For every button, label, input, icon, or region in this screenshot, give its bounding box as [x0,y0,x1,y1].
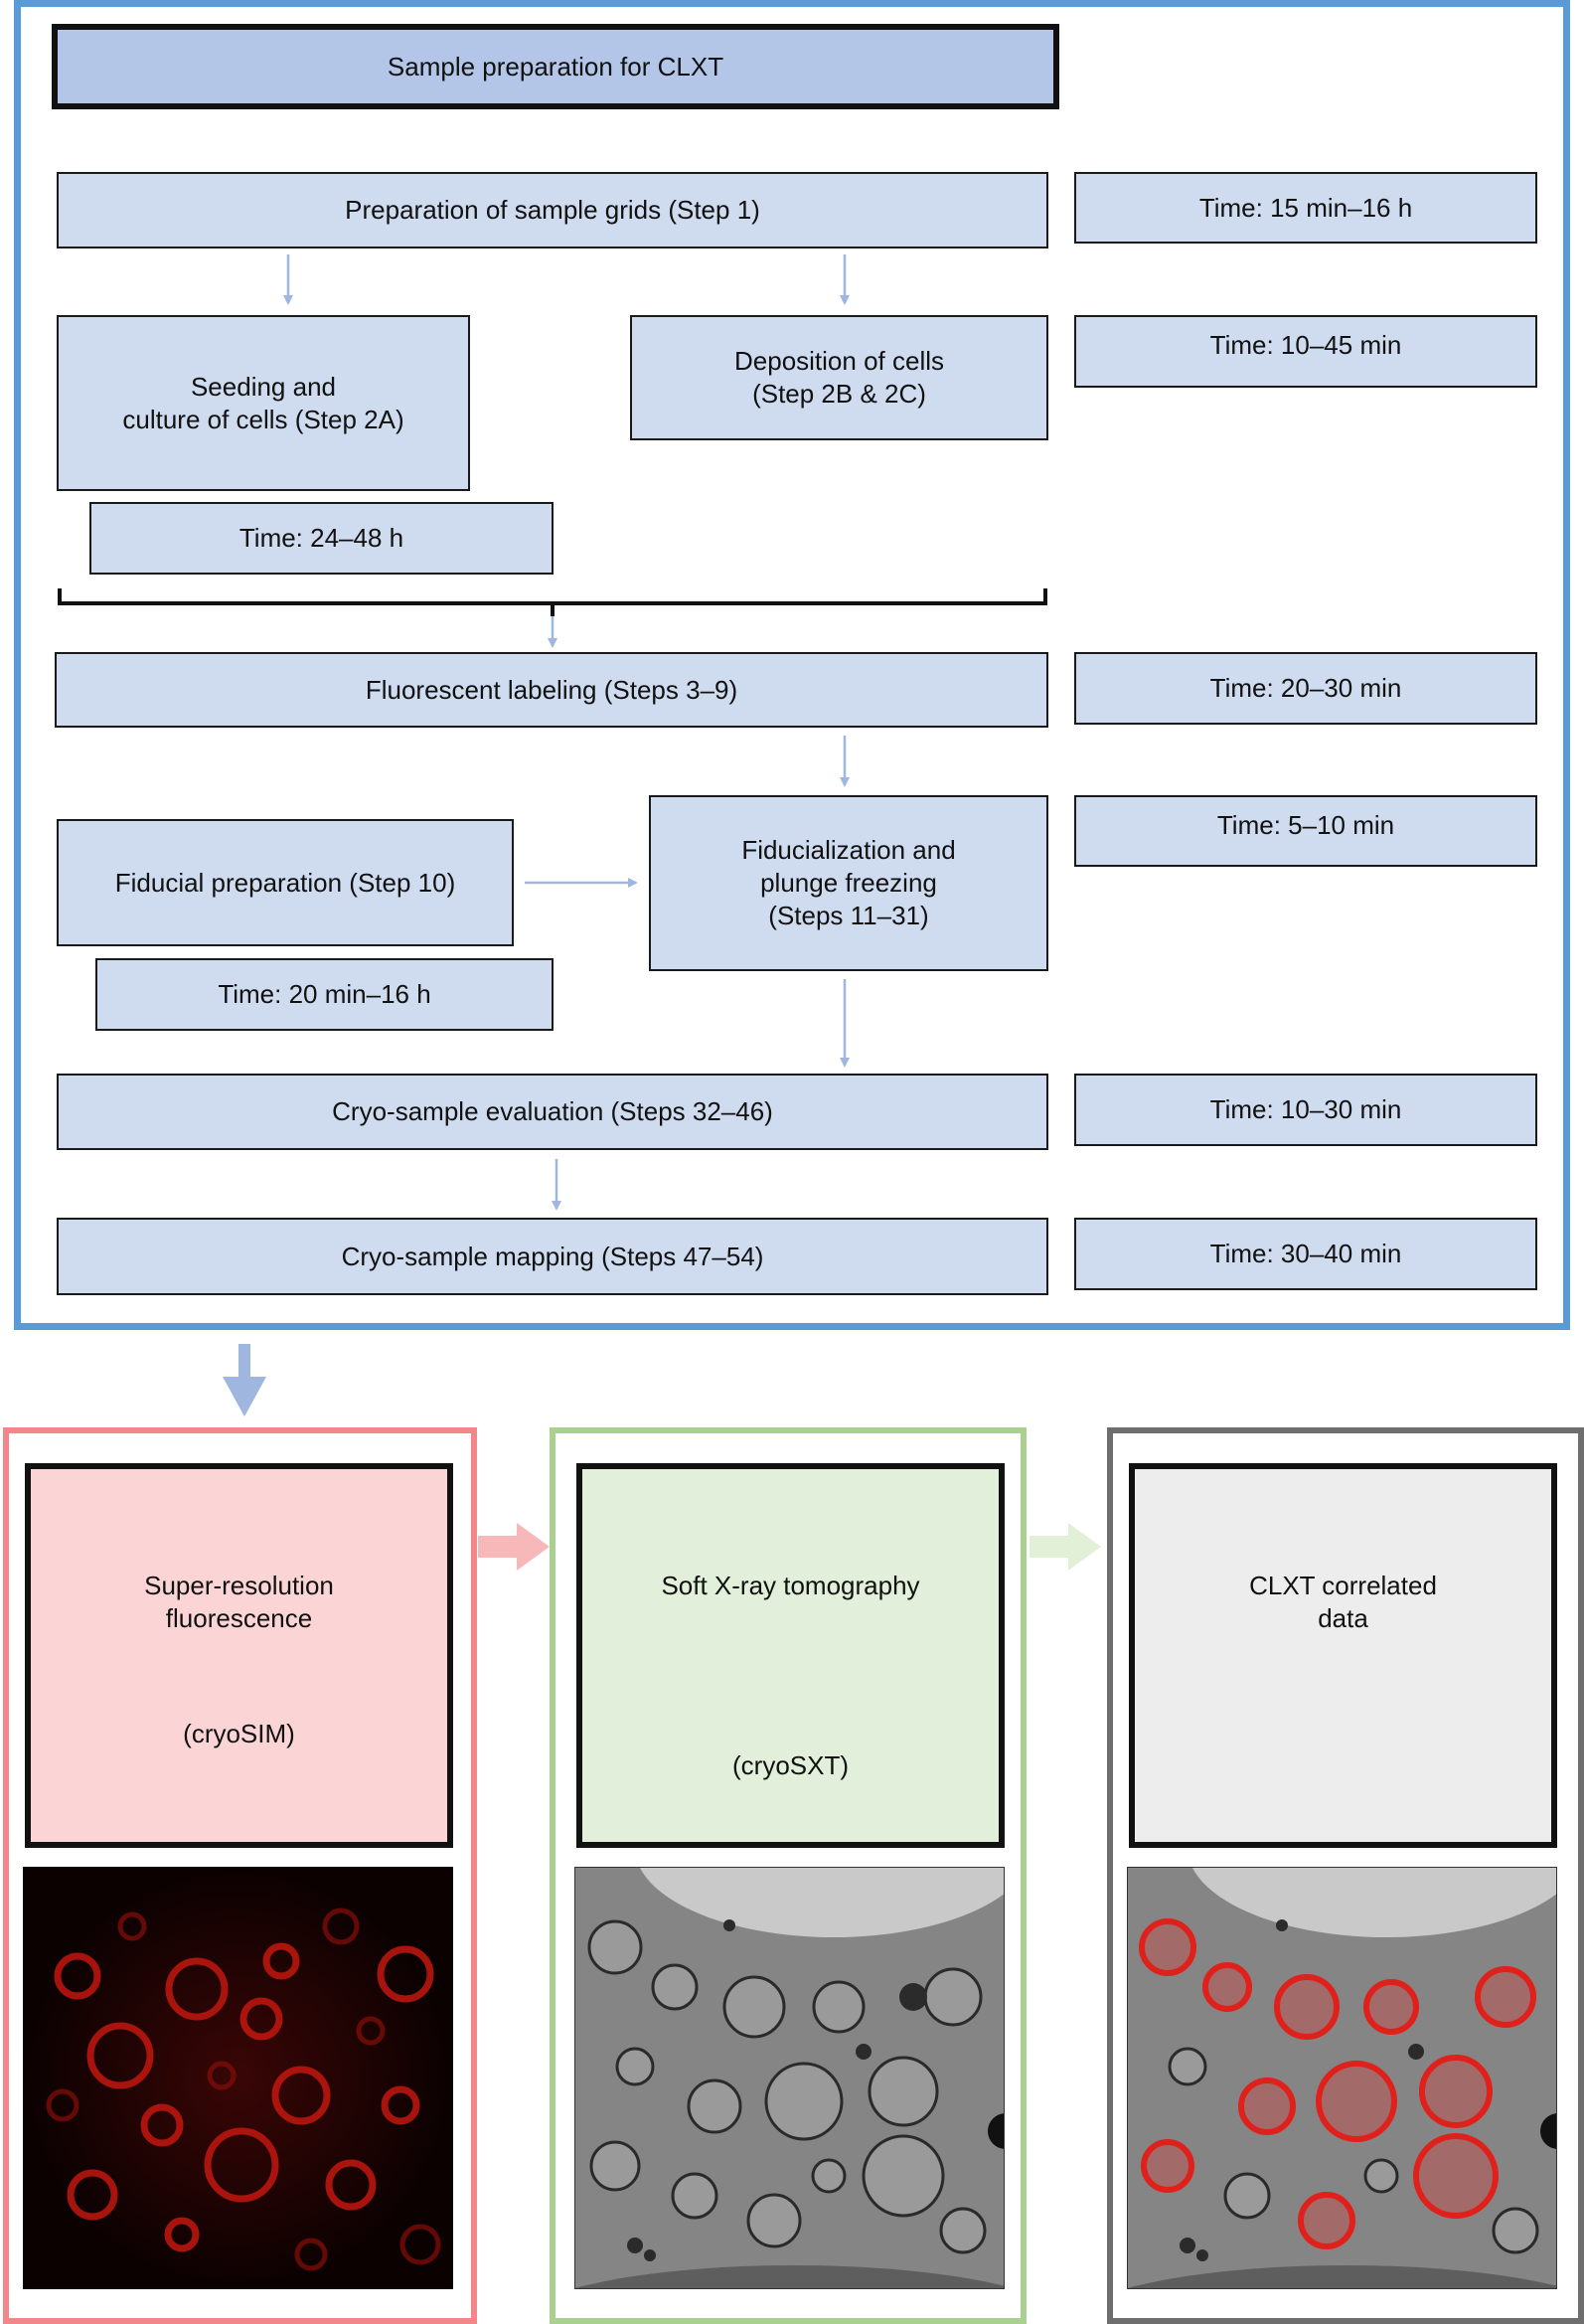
step-sample-grids: Preparation of sample grids (Step 1) [57,172,1048,249]
time-fiducialization: Time: 5–10 min [1074,795,1537,867]
time-seeding: Time: 24–48 h [89,502,554,575]
workflow-title: Sample preparation for CLXT [52,24,1059,109]
cryosim-frame [3,1427,477,2324]
cryosim-image [23,1867,453,2289]
cryosim-method: (cryoSIM) [183,1719,295,1748]
step-cryo-sample-mapping: Cryo-sample mapping (Steps 47–54) [57,1218,1048,1295]
clxt-frame [1107,1427,1584,2324]
merge-bracket [58,588,1047,616]
time-labeling: Time: 20–30 min [1074,652,1537,725]
cryosxt-frame [550,1427,1027,2324]
xray-tomogram [575,1868,1004,2288]
cryosxt-label-box: Soft X-ray tomography (cryoSXT) [576,1463,1005,1848]
time-mapping: Time: 30–40 min [1074,1218,1537,1290]
fluorescence-micrograph [23,1867,453,2289]
cryosxt-image [574,1867,1005,2289]
step-fluorescent-labeling: Fluorescent labeling (Steps 3–9) [55,652,1048,728]
step-seeding-culture: Seeding and culture of cells (Step 2A) [57,315,470,491]
clxt-label-box: CLXT correlated data [1129,1463,1557,1848]
time-sample-grids: Time: 15 min–16 h [1074,172,1537,244]
step-cryo-sample-evaluation: Cryo-sample evaluation (Steps 32–46) [57,1074,1048,1150]
arrow-sxt-to-clxt [1030,1523,1101,1571]
clxt-title: CLXT correlated data [1249,1571,1437,1633]
time-deposition: Time: 10–45 min [1074,315,1537,388]
time-fiducial-preparation: Time: 20 min–16 h [95,958,554,1031]
step-deposition-cells: Deposition of cells (Step 2B & 2C) [630,315,1048,440]
cryosim-title: Super-resolution fluorescence [144,1571,334,1633]
time-evaluation: Time: 10–30 min [1074,1074,1537,1146]
arrow-sim-to-sxt [478,1523,550,1571]
step-fiducial-preparation: Fiducial preparation (Step 10) [57,819,514,946]
workflow-frame [14,0,1570,1330]
step-fiducialization-plunge-freezing: Fiducialization and plunge freezing (Ste… [649,795,1048,971]
cryosxt-title: Soft X-ray tomography [661,1571,920,1600]
arrow-workflow-to-imaging [223,1344,266,1416]
cryosim-label-box: Super-resolution fluorescence (cryoSIM) [25,1463,453,1848]
cryosxt-method: (cryoSXT) [732,1750,849,1780]
correlated-overlay [1128,1868,1556,2288]
clxt-image [1127,1867,1557,2289]
